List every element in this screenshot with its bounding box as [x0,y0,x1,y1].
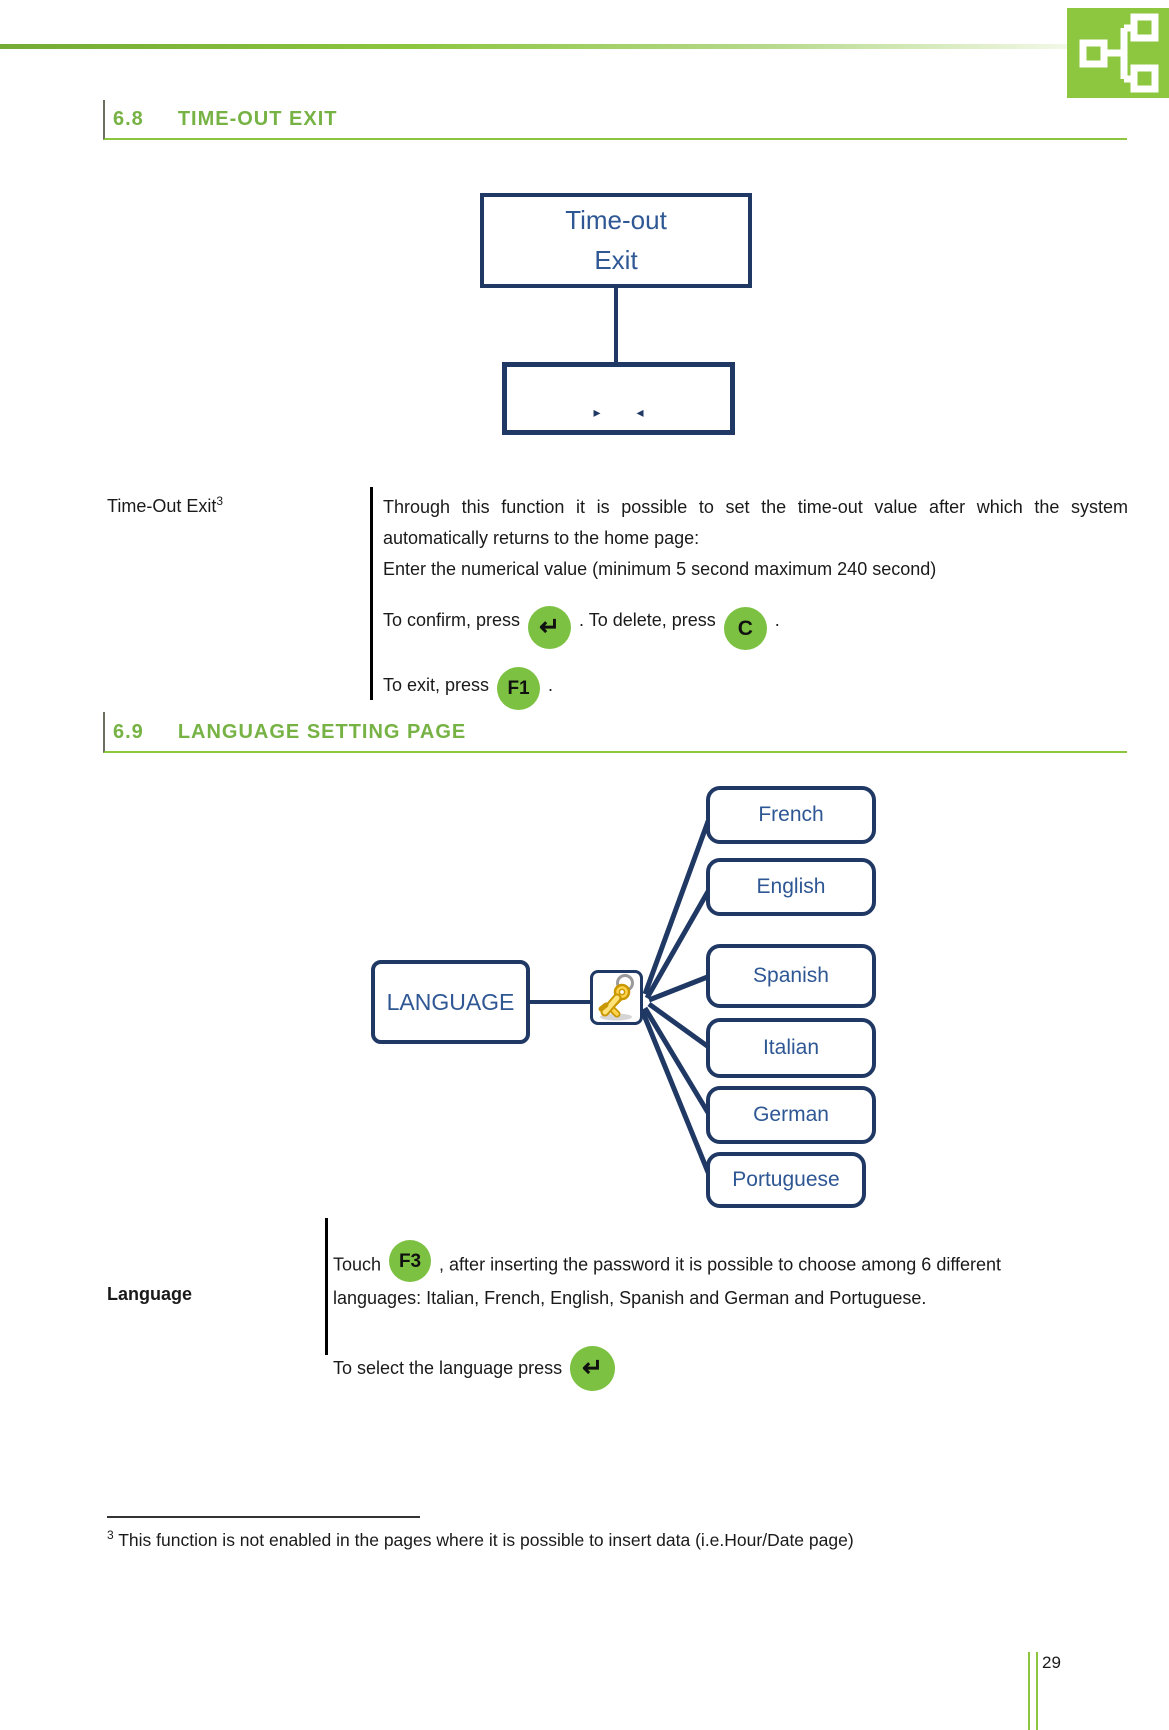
left-arrow-icon: ◂ [636,404,644,420]
section-title: LANGUAGE SETTING PAGE [177,721,467,743]
enter-key-icon: ↵ [528,606,572,649]
select-text: To select the language press [333,1358,563,1378]
sentence-period: . [548,675,554,695]
paragraph-line: Through this function it is possible to … [383,497,1128,517]
language-list-line: languages: Italian, French, English, Spa… [333,1283,1093,1314]
confirm-delete-line: To confirm, press ↵ . To delete, press C. [383,605,1128,650]
language-option-label: French [758,803,824,826]
section-heading-6-9: 6.9 LANGUAGE SETTING PAGE [103,712,1127,753]
sentence-period: . [774,610,780,630]
enter-key-glyph: ↵ [582,1354,604,1382]
paragraph-line: Enter the numerical value (minimum 5 sec… [383,559,937,579]
timeout-node-line1: Time-out [565,205,667,236]
footnote-ref: 3 [107,1528,114,1542]
footer-rule [1028,1652,1038,1730]
language-select-line: To select the language press ↵ [333,1346,1093,1391]
exit-line: To exit, press F1. [383,667,1128,710]
section-heading-6-8: 6.8 TIME-OUT EXIT [103,100,1127,140]
section-title: TIME-OUT EXIT [177,108,338,130]
enter-key-icon: ↵ [570,1346,616,1391]
language-option-french: French [706,786,876,844]
delete-text: . To delete, press [579,610,716,630]
exit-text: To exit, press [383,675,490,695]
footnote-text: This function is not enabled in the page… [118,1529,854,1550]
confirm-text: To confirm, press [383,610,521,630]
paragraph-line: automatically returns to the home page: [383,528,700,548]
clear-key-glyph: C [737,617,753,640]
header-rule [0,44,1169,49]
touch-text: Touch [333,1254,382,1275]
keys-icon [598,973,634,1020]
timeout-exit-node: Time-out Exit [480,193,752,288]
footnote-separator [107,1516,420,1518]
language-row-label: Language [107,1284,192,1305]
language-label-text: Language [107,1284,193,1304]
password-key-node [590,970,643,1025]
language-option-spanish: Spanish [706,944,876,1008]
footnote-ref: 3 [216,494,224,508]
touch-suffix-text: , after inserting the password it is pos… [439,1254,1002,1275]
text-block-divider [370,487,373,700]
language-option-italian: Italian [706,1018,876,1078]
timeout-row-label: Time-Out Exit3 [107,494,223,517]
brand-logo [1067,8,1169,98]
section-number: 6.8 [113,108,144,130]
language-option-label: Spanish [753,964,829,987]
language-option-label: English [756,875,826,898]
timeout-label-text: Time-Out Exit [107,496,217,516]
f3-key-glyph: F3 [398,1250,422,1272]
f1-key-icon: F1 [497,667,541,710]
language-option-label: German [753,1103,829,1126]
timeout-paragraph: Through this function it is possible to … [383,492,1128,585]
language-option-german: German [706,1086,876,1144]
language-root-node: LANGUAGE [371,960,530,1044]
language-touch-line: Touch F3 , after inserting the password it… [333,1240,1093,1282]
footnote: 3 This function is not enabled in the pa… [107,1528,854,1551]
text-block-divider [325,1218,328,1355]
timeout-value-node: ▸ ◂ [502,362,735,435]
page-number: 29 [1042,1653,1061,1672]
network-logo-icon [1079,13,1159,93]
language-option-portuguese: Portuguese [706,1152,866,1208]
language-option-label: Italian [762,1036,820,1059]
section-number: 6.9 [113,721,144,743]
language-list-text: languages: Italian, French, English, Spa… [333,1288,927,1308]
f3-key-icon: F3 [389,1240,432,1282]
language-option-label: Portuguese [732,1168,840,1191]
enter-key-glyph: ↵ [539,613,561,641]
f1-key-glyph: F1 [507,678,530,699]
right-arrow-icon: ▸ [593,404,601,420]
timeout-node-line2: Exit [594,244,638,275]
language-root-label: LANGUAGE [386,988,515,1015]
language-option-english: English [706,858,876,916]
clear-key-icon: C [723,607,767,650]
